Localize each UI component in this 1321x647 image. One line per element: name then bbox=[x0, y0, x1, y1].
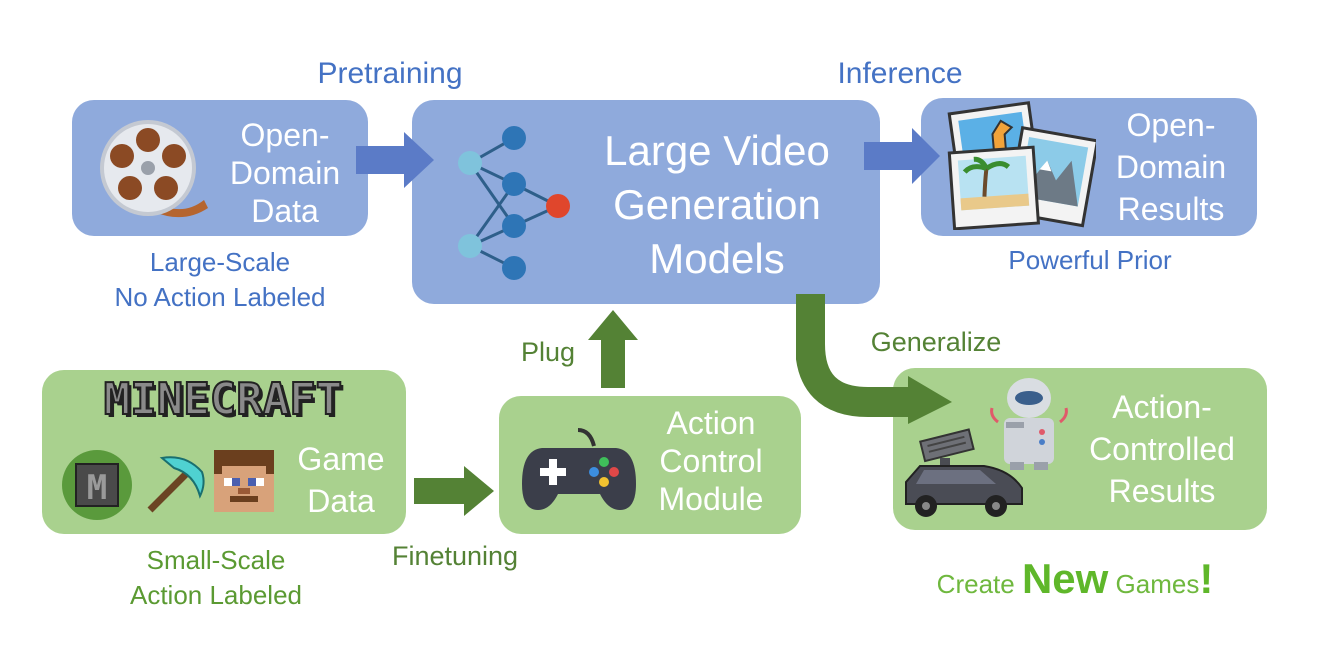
open-domain-data-text: Open- Domain Data bbox=[229, 117, 341, 229]
large-scale-caption: Large-Scale No Action Labeled bbox=[114, 247, 326, 312]
pretraining-arrow bbox=[356, 132, 434, 188]
inference-label: Inference bbox=[837, 57, 963, 90]
action-control-module-text: Action Control Module bbox=[658, 405, 764, 517]
plug-arrow bbox=[588, 310, 638, 388]
svg-text:M: M bbox=[87, 468, 107, 508]
create-new-games-tagline: Create New Games! bbox=[936, 555, 1214, 602]
generalize-label: Generalize bbox=[870, 327, 1002, 357]
large-video-models-box bbox=[412, 100, 880, 304]
pickaxe-icon bbox=[147, 456, 205, 513]
plug-label: Plug bbox=[520, 337, 576, 367]
large-video-models-text: Large Video Generation Models bbox=[604, 127, 830, 282]
action-controlled-results-text: Action- Controlled Results bbox=[1089, 389, 1235, 509]
gamepad-icon bbox=[522, 428, 636, 510]
neural-network-icon bbox=[458, 126, 570, 280]
pretraining-label: Pretraining bbox=[317, 57, 463, 90]
finetuning-arrow bbox=[414, 466, 494, 516]
inference-arrow bbox=[864, 128, 940, 184]
robot-icon bbox=[990, 378, 1068, 470]
small-scale-caption: Small-Scale Action Labeled bbox=[129, 545, 303, 610]
photos-icon bbox=[947, 101, 1096, 230]
minecraft-badge-icon: M bbox=[62, 450, 132, 520]
steve-face-icon bbox=[214, 450, 274, 512]
minecraft-logo: MINECRAFT bbox=[103, 373, 343, 426]
open-domain-results-text: Open- Domain Results bbox=[1115, 107, 1227, 227]
generalize-arrow bbox=[796, 294, 952, 424]
car-icon bbox=[905, 428, 1023, 517]
powerful-prior-caption: Powerful Prior bbox=[1008, 245, 1172, 275]
film-reel-icon bbox=[100, 120, 208, 218]
game-data-text: Game Data bbox=[297, 441, 385, 519]
finetuning-label: Finetuning bbox=[391, 541, 519, 571]
